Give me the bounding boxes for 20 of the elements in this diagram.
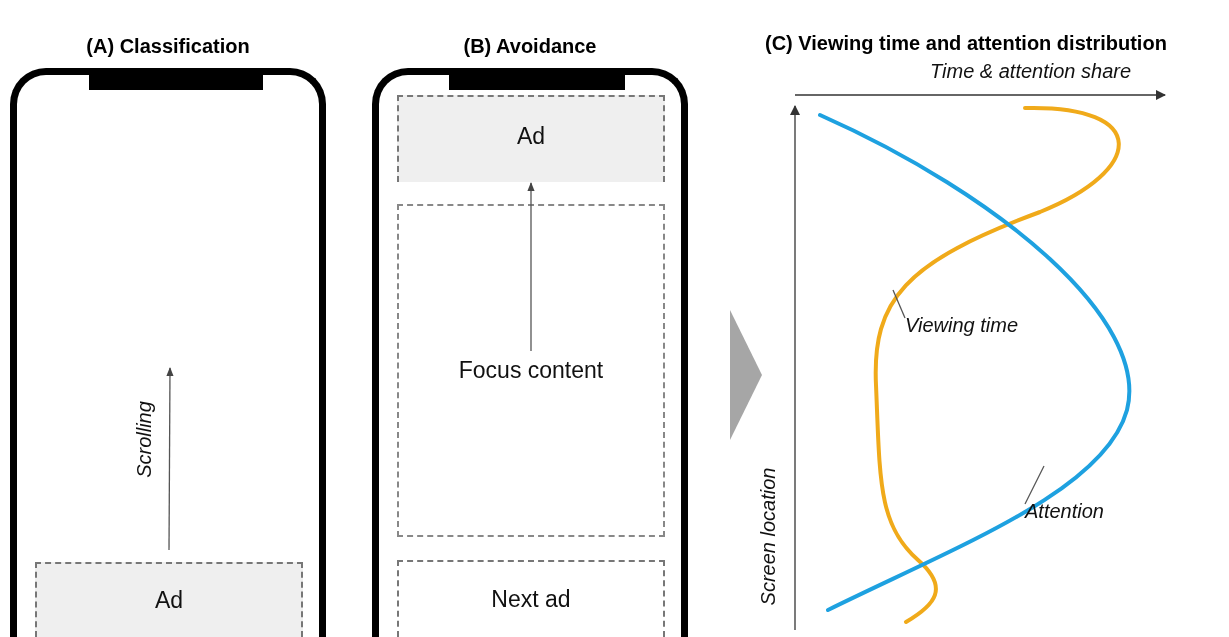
- axis-title: Screen location: [757, 467, 781, 606]
- curve: [818, 113, 1132, 612]
- content-area: [397, 560, 665, 637]
- panel-heading: (C) Viewing time and attention distribution: [765, 32, 1167, 55]
- panel-heading: (A) Classification: [85, 35, 251, 58]
- leader-line: [1024, 465, 1045, 505]
- axis-title: Time & attention share: [930, 60, 1132, 83]
- content-area: [397, 95, 665, 182]
- area-label: Ad: [516, 123, 546, 150]
- content-area: [397, 204, 665, 537]
- panel-heading: (B) Avoidance: [462, 35, 598, 58]
- callout-text: Attention: [1025, 500, 1104, 523]
- leader-line: [892, 289, 906, 319]
- area-label: Ad: [154, 587, 184, 614]
- arrow: [166, 367, 174, 551]
- content-area: [35, 562, 303, 637]
- area-label: Next ad: [491, 586, 571, 613]
- edge-label: Scrolling: [132, 401, 156, 478]
- arrow: [527, 182, 535, 352]
- callout-text: Viewing time: [905, 314, 1019, 337]
